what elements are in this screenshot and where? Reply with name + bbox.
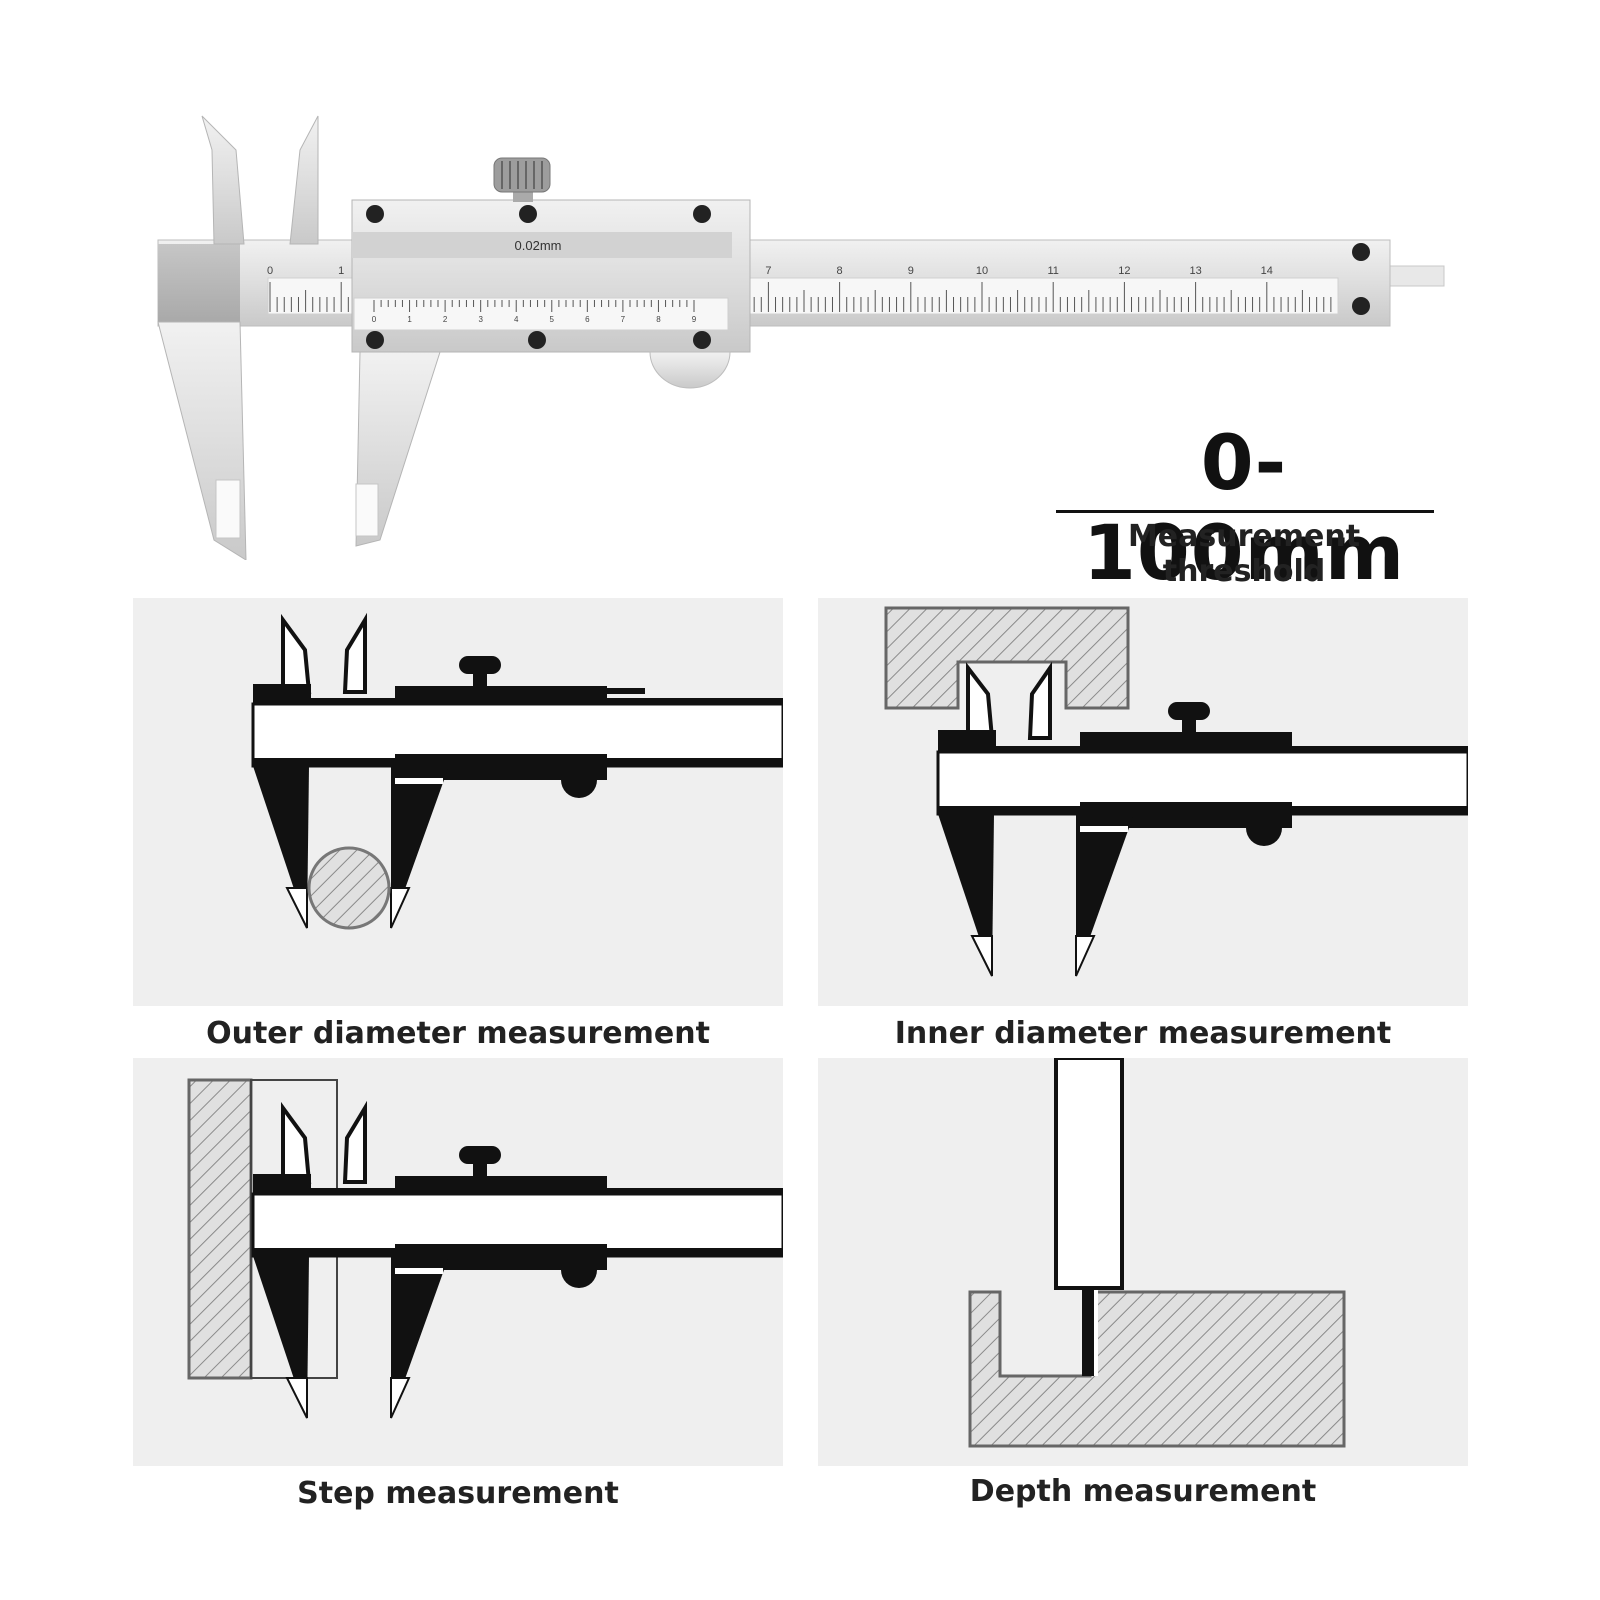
thumb-wheel bbox=[561, 1270, 597, 1288]
vernier-scale-number: 3 bbox=[478, 315, 483, 324]
sliding-inside-jaw bbox=[289, 115, 319, 245]
thumb-wheel bbox=[649, 351, 731, 389]
upper-sliding-jaw bbox=[1027, 661, 1052, 740]
panel-depth bbox=[818, 1058, 1468, 1466]
beam-end-block bbox=[158, 244, 240, 322]
measurement-range-subtitle: Measurement threshold bbox=[1127, 519, 1361, 589]
main-scale-number: 14 bbox=[1261, 265, 1273, 277]
measurement-range-value: 0-100mm bbox=[1082, 418, 1406, 597]
main-scale-number: 12 bbox=[1118, 265, 1130, 277]
caption-depth: Depth measurement bbox=[969, 1474, 1317, 1509]
beam-body bbox=[251, 1192, 783, 1258]
beam-end bbox=[938, 730, 996, 754]
range-divider bbox=[1056, 510, 1434, 513]
upper-fixed-jaw bbox=[281, 613, 312, 694]
slider-label-band bbox=[352, 232, 732, 258]
vernier-scale-strip bbox=[353, 297, 729, 331]
panel-step bbox=[133, 1058, 783, 1466]
main-scale-number: 0 bbox=[267, 265, 273, 277]
rivet bbox=[528, 331, 546, 349]
main-scale-number: 9 bbox=[908, 265, 914, 277]
vernier-scale-number: 2 bbox=[443, 315, 448, 324]
vernier-scale-number: 1 bbox=[407, 315, 412, 324]
vernier-scale-number: 9 bbox=[692, 315, 697, 324]
main-scale-number: 13 bbox=[1189, 265, 1201, 277]
vernier-scale-number: 7 bbox=[621, 315, 626, 324]
fixed-jaw-tip bbox=[215, 479, 241, 539]
upper-fixed-jaw bbox=[966, 662, 995, 740]
depth-rod bbox=[1387, 265, 1445, 287]
precision-label: 0.02mm bbox=[515, 238, 562, 253]
caption-step: Step measurement bbox=[297, 1476, 619, 1511]
rivet bbox=[366, 205, 384, 223]
caliper-beam-end bbox=[1054, 1058, 1124, 1290]
lock-screw-icon bbox=[1168, 702, 1210, 720]
upper-sliding-jaw bbox=[342, 1100, 367, 1184]
lock-screw-icon[interactable] bbox=[493, 157, 551, 193]
caption-inner-diameter: Inner diameter measurement bbox=[894, 1016, 1392, 1051]
vernier-scale-number: 0 bbox=[372, 315, 377, 324]
vernier-scale-number: 4 bbox=[514, 315, 519, 324]
depth-rod bbox=[1082, 1288, 1094, 1376]
caption-outer-diameter: Outer diameter measurement bbox=[206, 1016, 710, 1051]
main-scale-number: 11 bbox=[1047, 265, 1058, 277]
step-workpiece bbox=[187, 1078, 253, 1380]
rivet bbox=[519, 205, 537, 223]
slotted-workpiece bbox=[884, 606, 1130, 710]
thumb-wheel bbox=[561, 780, 597, 798]
upper-fixed-jaw bbox=[281, 1101, 312, 1184]
vernier-scale-number: 6 bbox=[585, 315, 590, 324]
beam-body bbox=[251, 702, 783, 768]
vernier-scale-ticks bbox=[373, 300, 695, 312]
panel-outer-diameter bbox=[133, 598, 783, 1006]
rivet bbox=[366, 331, 384, 349]
rivet bbox=[693, 205, 711, 223]
thumb-wheel bbox=[1246, 828, 1282, 846]
rivet bbox=[693, 331, 711, 349]
round-workpiece bbox=[307, 846, 391, 930]
fixed-inside-jaw bbox=[201, 115, 245, 245]
lock-screw-icon bbox=[459, 1146, 501, 1164]
main-scale-number: 7 bbox=[765, 265, 771, 277]
main-scale-number: 1 bbox=[338, 265, 344, 277]
vernier-scale-number: 5 bbox=[550, 315, 555, 324]
upper-sliding-jaw bbox=[342, 612, 367, 694]
main-scale-number: 10 bbox=[976, 265, 988, 277]
panel-inner-diameter bbox=[818, 598, 1468, 1006]
rivet bbox=[1352, 243, 1370, 261]
vernier-scale-number: 8 bbox=[656, 315, 661, 324]
main-scale-number: 8 bbox=[837, 265, 843, 277]
lock-screw-icon bbox=[459, 656, 501, 674]
vernier-scale-numbers: 0 1 2 3 4 5 6 7 8 9 bbox=[372, 315, 697, 324]
pocketed-workpiece bbox=[968, 1290, 1346, 1448]
rivet bbox=[1352, 297, 1370, 315]
sliding-jaw-tip bbox=[355, 483, 379, 537]
